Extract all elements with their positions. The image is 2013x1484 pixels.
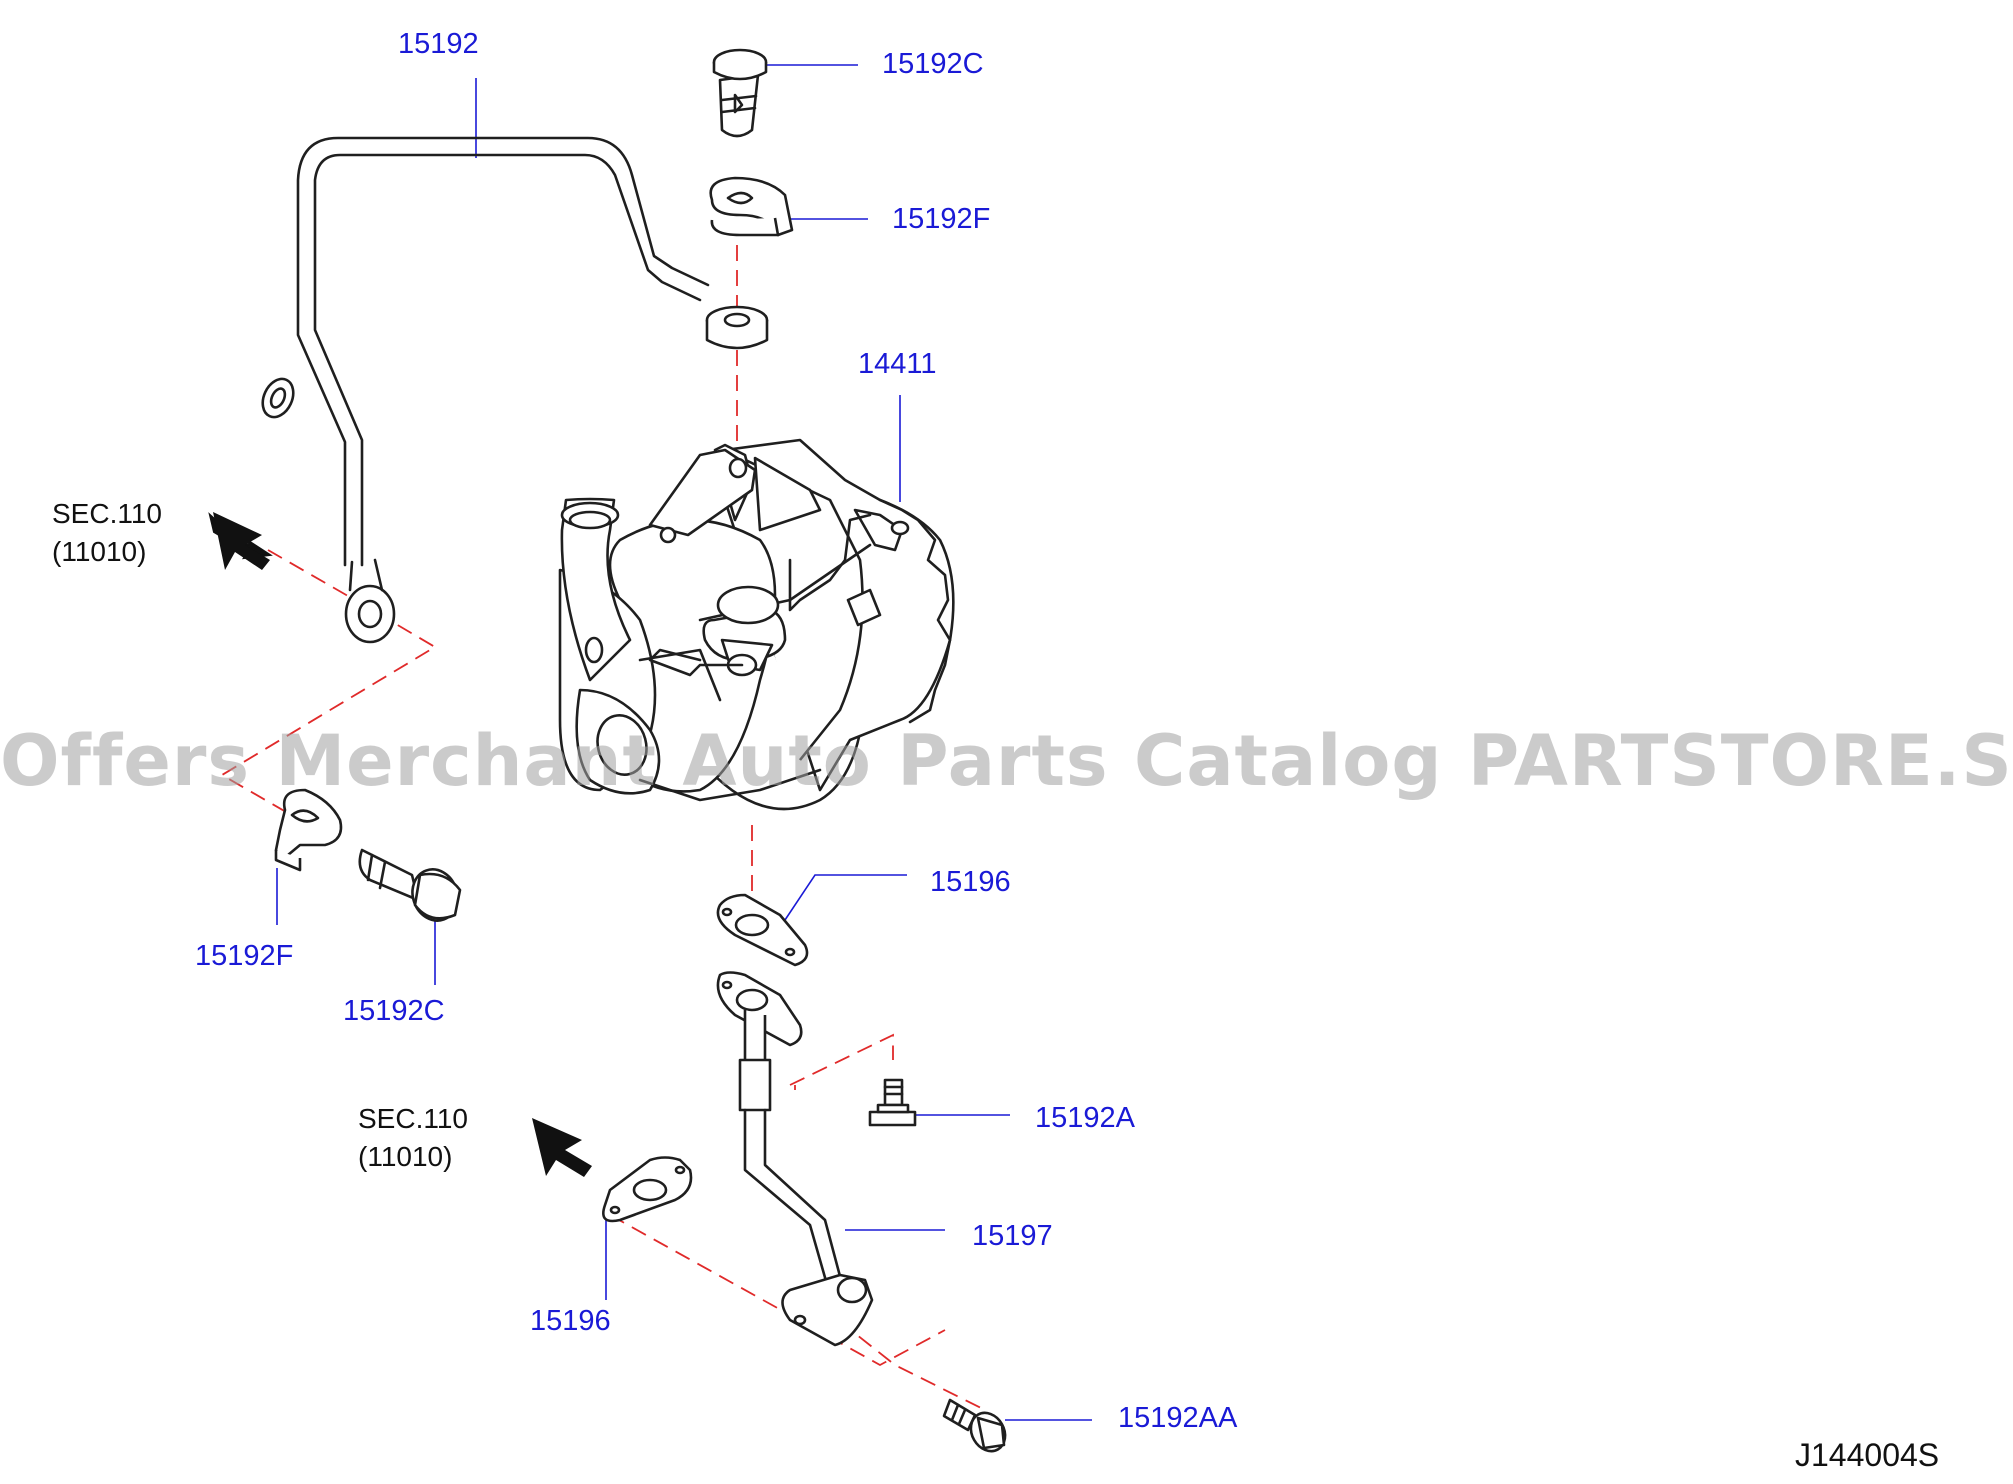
section-reference-top[interactable]: SEC.110 (11010): [52, 495, 162, 571]
bolt-15192a[interactable]: [868, 1078, 917, 1127]
part-label-15197[interactable]: 15197: [972, 1220, 1053, 1252]
section-code: (11010): [358, 1141, 453, 1172]
section-reference-bottom[interactable]: SEC.110 (11010): [358, 1100, 468, 1176]
diagram-code: J144004S: [1795, 1437, 1940, 1473]
washer-ring: [261, 377, 295, 419]
oil-return-pipe-15197[interactable]: [716, 971, 874, 1347]
part-label-14411[interactable]: 14411: [858, 348, 937, 380]
section-number: SEC.110: [358, 1103, 468, 1134]
gasket-15196-bottom[interactable]: [602, 1156, 693, 1223]
eye-bolt-15192c-top[interactable]: [712, 48, 768, 138]
section-number: SEC.110: [52, 498, 162, 529]
eye-bolt-15192c-left[interactable]: [358, 848, 465, 927]
clip-15192f-top[interactable]: [709, 176, 794, 237]
part-label-15196-right[interactable]: 15196: [930, 866, 1011, 898]
section-code: (11010): [52, 536, 147, 567]
leader-lines: [276, 64, 1092, 1421]
watermark: Offers Merchant Auto Parts Catalog PARTS…: [0, 720, 2013, 802]
part-label-15192f-left[interactable]: 15192F: [195, 940, 294, 972]
direction-arrow-bottom: [532, 1118, 592, 1177]
part-label-15192f-top[interactable]: 15192F: [892, 203, 991, 235]
gasket-15196-right[interactable]: [716, 893, 809, 967]
oil-feed-pipe-15192[interactable]: [296, 136, 710, 644]
turbocharger-14411[interactable]: [558, 438, 955, 811]
direction-arrow-top: [208, 512, 273, 570]
clip-15192f-left[interactable]: [274, 788, 343, 872]
part-label-15196-bottom[interactable]: 15196: [530, 1305, 611, 1337]
part-label-15192aa[interactable]: 15192AA: [1118, 1402, 1238, 1434]
bolt-15192aa[interactable]: [942, 1398, 1012, 1457]
part-label-15192[interactable]: 15192: [398, 28, 479, 60]
banjo-eye: [705, 305, 769, 350]
part-label-15192a[interactable]: 15192A: [1035, 1102, 1135, 1134]
part-label-15192c-top[interactable]: 15192C: [882, 48, 984, 80]
part-label-15192c-left[interactable]: 15192C: [343, 995, 445, 1027]
